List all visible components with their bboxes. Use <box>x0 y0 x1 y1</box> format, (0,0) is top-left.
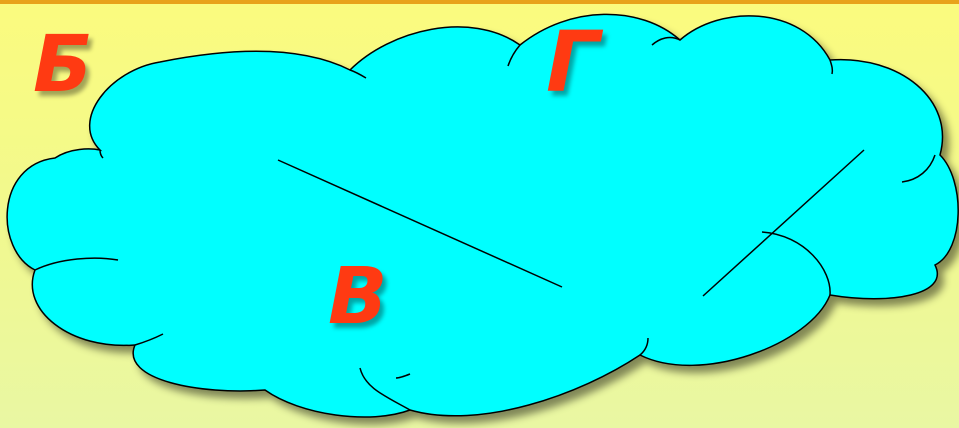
cloud-shape <box>7 14 958 417</box>
letter-g-label: Г <box>546 20 600 104</box>
letter-v-label: В <box>328 258 387 336</box>
letter-b-label: Б <box>33 26 92 104</box>
